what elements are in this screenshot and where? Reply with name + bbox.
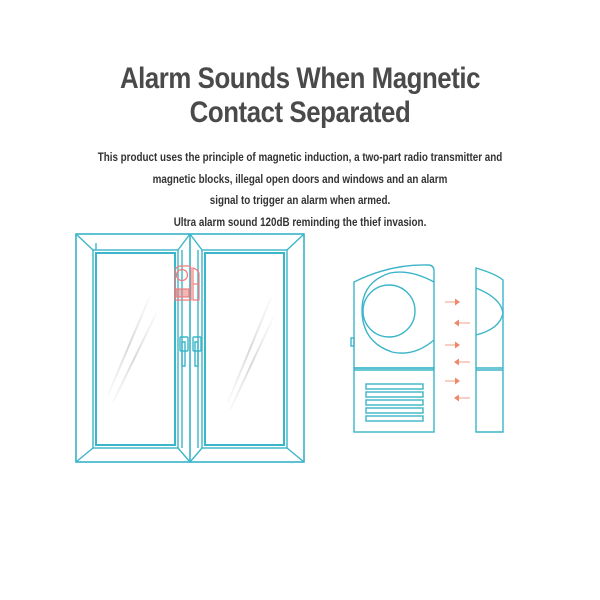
description-line: magnetic blocks, illegal open doors and … [152,171,448,186]
arrow-right-icon [445,298,460,306]
alarm-unit-icon [350,264,435,433]
window-icon [75,233,305,463]
arrow-left-icon [454,394,470,402]
right-handle-icon [192,336,202,367]
description-line: signal to trigger an alarm when armed. [209,193,391,207]
arrow-left-icon [454,358,470,366]
left-sash [75,233,191,463]
speaker-grille-icon [365,383,424,422]
arrow-right-icon [445,341,460,349]
title-line-1: Alarm Sounds When Magnetic [119,62,481,95]
page-title: Alarm Sounds When Magnetic Contact Separ… [42,62,558,130]
glass-glare [107,295,274,411]
title-line-2: Contact Separated [189,96,411,129]
magnetic-field-arrows [445,298,470,402]
mounted-sensor-icon [174,265,200,301]
right-sash [189,233,305,463]
arrow-right-icon [445,377,460,385]
description-line: Ultra alarm sound 120dB reminding the th… [173,214,427,229]
arrow-left-icon [454,319,470,327]
left-handle-icon [179,336,189,367]
description: This product uses the principle of magne… [54,147,546,233]
description-line: This product uses the principle of magne… [97,150,503,164]
magnet-icon [475,267,504,433]
